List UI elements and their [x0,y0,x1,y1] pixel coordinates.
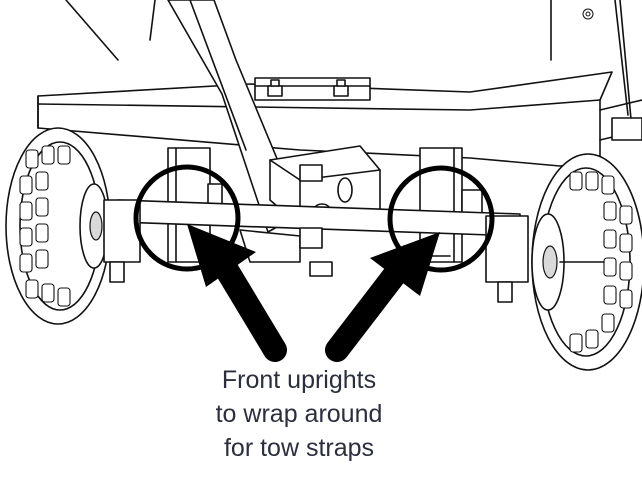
right-wheel [531,153,642,371]
hitch-pin-hole [337,177,353,203]
hopper-right-side-inner [614,0,629,116]
left-pointer-arrow [187,224,287,362]
right-fork-bolt [497,281,513,303]
caption-line-3: for tow straps [224,434,374,462]
hopper-left-edge [65,0,119,61]
right-wheel-tread [569,171,633,353]
left-wheel-fork [103,199,141,263]
hitch-bolt-head [299,164,323,182]
right-bracket [611,117,642,141]
left-fork-bolt [109,261,125,283]
left-wheel [5,127,111,325]
axle-bolt [299,227,323,249]
plate-bolt-left [267,79,283,97]
plate-bolt-right [333,79,349,97]
right-wheel-fork [485,215,529,283]
left-wheel-tread [19,145,71,307]
caption-line-1: Front uprights [222,366,376,394]
hopper-bolt [582,8,594,20]
axle-nut [309,261,333,277]
beam-top-edge [37,99,601,111]
hopper-left-panel [149,0,156,41]
right-pointer-arrow [325,232,440,362]
caption-line-2: to wrap around [216,400,383,428]
left-upright-highlight-circle [133,164,241,272]
axle-center-bracket [239,229,301,263]
diagram-caption: Front uprights to wrap around for tow st… [216,366,383,462]
right-upright-highlight-circle [387,165,495,273]
hopper-right-side [619,0,633,131]
cart-illustration [5,0,642,371]
